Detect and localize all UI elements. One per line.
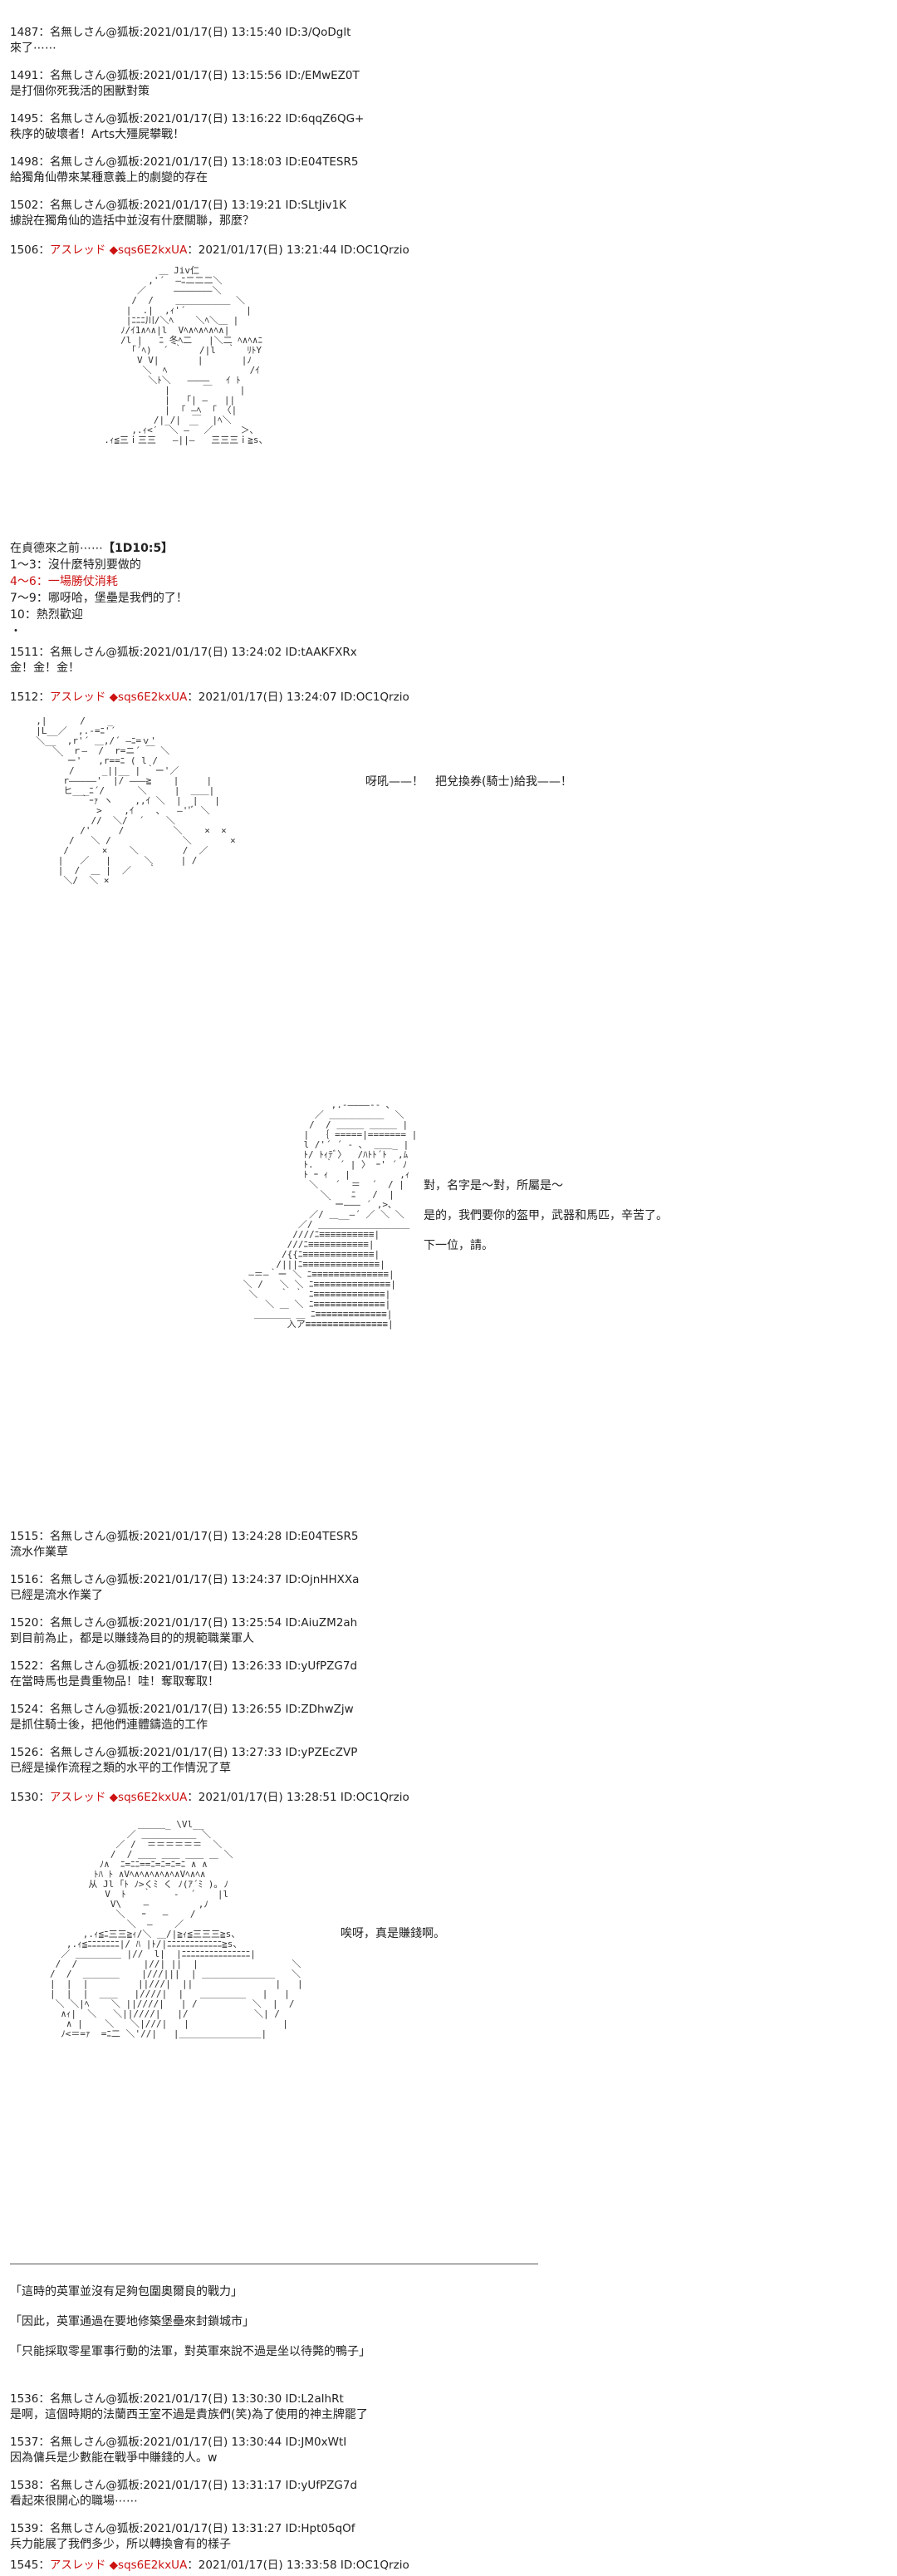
post-header: 1536：名無しさん@狐板:2021/01/17(日) 13:30:30 ID:… — [10, 2392, 344, 2406]
speech-line: 是的，我們要你的盔甲，武器和馬匹，辛苦了。 — [424, 1209, 668, 1222]
narration-line: 「這時的英軍並沒有足夠包圍奧爾良的戰力」 — [10, 2285, 243, 2298]
speech-line: 下一位，請。 — [424, 1239, 493, 1252]
post-body: 是抓住騎士後，把他們連體鑄造的工作 — [10, 1718, 208, 1732]
dice-option-4: 10：熱烈歡迎 — [10, 608, 83, 622]
ascii-art-soldier-charging: ,| / _ |L__／ ,.-=ﾆ'´ ＼__ ,r'´ ＿,/´ ―ﾆ=ｖ'… — [36, 715, 236, 886]
post-meta: ：2021/01/17(日) 13:28:51 ID:OC1Qrzio — [187, 1791, 409, 1804]
ascii-art-character: ＿ Jiv仁 ,'´ ―ﾆ二二二＼ ／ ―――――――＼ / / ＿＿＿＿＿＿ … — [104, 265, 268, 445]
post-1520: 1520：名無しさん@狐板:2021/01/17(日) 13:25:54 ID:… — [10, 1615, 357, 1647]
post-number: 1545： — [10, 2559, 50, 2572]
dice-roll-post: 在貞德來之前⋯⋯【1D10:5】 1～3：沒什麼特別要做的 4～6：一場勝仗消耗… — [10, 540, 188, 640]
post-1491: 1491：名無しさん@狐板:2021/01/17(日) 13:15:56 ID:… — [10, 68, 360, 100]
post-1530: 1530：アスレッド ◆sqs6E2kxUA：2021/01/17(日) 13:… — [10, 1790, 409, 1805]
author-name: アスレッド ◆sqs6E2kxUA — [49, 1791, 188, 1804]
post-header: 1539：名無しさん@狐板:2021/01/17(日) 13:31:27 ID:… — [10, 2522, 355, 2535]
post-1537: 1537：名無しさん@狐板:2021/01/17(日) 13:30:44 ID:… — [10, 2435, 346, 2466]
ascii-art-clerk: ,.-――――‐- ､ ／ ＿＿＿＿＿＿ ＼ / / ＿＿＿ ＿＿＿ | | ｛… — [243, 1099, 418, 1330]
author-name: アスレッド ◆sqs6E2kxUA — [49, 2559, 188, 2572]
post-header: 1487：名無しさん@狐板:2021/01/17(日) 13:15:40 ID:… — [10, 26, 351, 39]
post-number: 1512： — [10, 691, 50, 704]
post-header: 1511：名無しさん@狐板:2021/01/17(日) 13:24:02 ID:… — [10, 646, 357, 659]
author-name: アスレッド ◆sqs6E2kxUA — [49, 691, 188, 704]
post-header: 1502：名無しさん@狐板:2021/01/17(日) 13:19:21 ID:… — [10, 199, 346, 212]
post-1522: 1522：名無しさん@狐板:2021/01/17(日) 13:26:33 ID:… — [10, 1659, 357, 1690]
speech-line: 呀吼——！ 把兌換券(騎士)給我——！ — [365, 775, 572, 789]
post-header: 1522：名無しさん@狐板:2021/01/17(日) 13:26:33 ID:… — [10, 1659, 358, 1673]
post-body: 秩序的破壞者！Arts大殭屍攀戰！ — [10, 128, 185, 141]
post-header: 1515：名無しさん@狐板:2021/01/17(日) 13:24:28 ID:… — [10, 1530, 359, 1543]
post-1498: 1498：名無しさん@狐板:2021/01/17(日) 13:18:03 ID:… — [10, 155, 358, 186]
post-meta: ：2021/01/17(日) 13:33:58 ID:OC1Qrzio — [187, 2559, 409, 2572]
post-header: 1491：名無しさん@狐板:2021/01/17(日) 13:15:56 ID:… — [10, 69, 360, 82]
separator-dot: ・ — [10, 625, 22, 638]
post-1526: 1526：名無しさん@狐板:2021/01/17(日) 13:27:33 ID:… — [10, 1745, 357, 1777]
dice-intro: 在貞德來之前⋯⋯ — [10, 542, 103, 555]
post-meta: ：2021/01/17(日) 13:24:07 ID:OC1Qrzio — [187, 691, 409, 704]
post-header: 1545：アスレッド ◆sqs6E2kxUA：2021/01/17(日) 13:… — [10, 2558, 409, 2573]
post-number: 1530： — [10, 1791, 50, 1804]
post-1538: 1538：名無しさん@狐板:2021/01/17(日) 13:31:17 ID:… — [10, 2478, 357, 2510]
post-1512: 1512：アスレッド ◆sqs6E2kxUA：2021/01/17(日) 13:… — [10, 690, 409, 705]
post-body: 是打個你死我活的困獸對策 — [10, 85, 150, 98]
post-meta: ：2021/01/17(日) 13:21:44 ID:OC1Qrzio — [187, 243, 409, 257]
post-header: 1512：アスレッド ◆sqs6E2kxUA：2021/01/17(日) 13:… — [10, 690, 409, 705]
post-body: 是啊，這個時期的法蘭西王室不過是貴族們(笑)為了使用的神主牌罷了 — [10, 2408, 368, 2421]
post-1524: 1524：名無しさん@狐板:2021/01/17(日) 13:26:55 ID:… — [10, 1702, 354, 1733]
post-body: 據說在獨角仙的造括中並沒有什麼關聯，那麼？ — [10, 214, 254, 228]
author-name: アスレッド ◆sqs6E2kxUA — [49, 243, 188, 257]
post-header: 1526：名無しさん@狐板:2021/01/17(日) 13:27:33 ID:… — [10, 1746, 358, 1759]
post-body: 流水作業草 — [10, 1546, 68, 1559]
post-1506: 1506：アスレッド ◆sqs6E2kxUA：2021/01/17(日) 13:… — [10, 243, 409, 258]
speech-line: 唉呀，真是賺錢啊。 — [341, 1927, 445, 1940]
post-header: 1520：名無しさん@狐板:2021/01/17(日) 13:25:54 ID:… — [10, 1616, 358, 1630]
post-body: 給獨角仙帶來某種意義上的劇變的存在 — [10, 171, 208, 184]
post-1545: 1545：アスレッド ◆sqs6E2kxUA：2021/01/17(日) 13:… — [10, 2558, 409, 2573]
post-1536: 1536：名無しさん@狐板:2021/01/17(日) 13:30:30 ID:… — [10, 2392, 368, 2423]
post-body: 在當時馬也是貴重物品！哇！奪取奪取！ — [10, 1675, 219, 1689]
post-header: 1506：アスレッド ◆sqs6E2kxUA：2021/01/17(日) 13:… — [10, 243, 409, 258]
post-1487: 1487：名無しさん@狐板:2021/01/17(日) 13:15:40 ID:… — [10, 25, 350, 57]
post-header: 1516：名無しさん@狐板:2021/01/17(日) 13:24:37 ID:… — [10, 1573, 360, 1586]
post-header: 1495：名無しさん@狐板:2021/01/17(日) 13:16:22 ID:… — [10, 112, 365, 125]
post-header: 1530：アスレッド ◆sqs6E2kxUA：2021/01/17(日) 13:… — [10, 1790, 409, 1805]
dice-option-1: 1～3：沒什麼特別要做的 — [10, 558, 141, 572]
post-header: 1524：名無しさん@狐板:2021/01/17(日) 13:26:55 ID:… — [10, 1703, 354, 1716]
post-body: 已經是流水作業了 — [10, 1589, 103, 1602]
post-1515: 1515：名無しさん@狐板:2021/01/17(日) 13:24:28 ID:… — [10, 1529, 358, 1561]
ascii-art-officer: ＿＿＿_ \Vl__ ／ ＿＿＿＿＿＿ ＼ ／ / ＝＝＝＝＝＝ ＼ / / ＿… — [50, 1819, 303, 2039]
dice-result: 【1D10:5】 — [103, 542, 174, 555]
post-body: 到目前為止，都是以賺錢為目的的規範職業軍人 — [10, 1632, 254, 1645]
post-header: 1498：名無しさん@狐板:2021/01/17(日) 13:18:03 ID:… — [10, 155, 359, 169]
post-body: 金！金！金！ — [10, 661, 80, 675]
post-1539: 1539：名無しさん@狐板:2021/01/17(日) 13:31:27 ID:… — [10, 2521, 355, 2553]
speech-line: 對，名字是～對，所屬是～ — [424, 1179, 563, 1192]
post-number: 1506： — [10, 243, 50, 257]
narration-line: 「因此，英軍通過在要地修築堡壘來封鎖城市」 — [10, 2315, 254, 2328]
post-body: 已經是操作流程之類的水平的工作情況了草 — [10, 1762, 231, 1775]
dice-option-3: 7～9：哪呀哈，堡壘是我們的了！ — [10, 592, 188, 605]
post-1516: 1516：名無しさん@狐板:2021/01/17(日) 13:24:37 ID:… — [10, 1572, 359, 1604]
narration-line: 「只能採取零星軍事行動的法軍，對英軍來說不過是坐以待斃的鴨子」 — [10, 2345, 370, 2358]
dice-option-2: 4～6：一場勝仗消耗 — [10, 575, 118, 588]
post-header: 1538：名無しさん@狐板:2021/01/17(日) 13:31:17 ID:… — [10, 2479, 358, 2492]
post-body: 看起來很開心的職場⋯⋯ — [10, 2495, 138, 2508]
post-1511: 1511：名無しさん@狐板:2021/01/17(日) 13:24:02 ID:… — [10, 645, 357, 676]
post-body: 因為傭兵是少數能在戰爭中賺錢的人。w — [10, 2451, 218, 2465]
post-header: 1537：名無しさん@狐板:2021/01/17(日) 13:30:44 ID:… — [10, 2436, 347, 2449]
post-1495: 1495：名無しさん@狐板:2021/01/17(日) 13:16:22 ID:… — [10, 111, 364, 143]
post-body: 來了⋯⋯ — [10, 42, 56, 55]
post-body: 兵力能展了我們多少，所以轉換會有的樣子 — [10, 2538, 231, 2551]
post-1502: 1502：名無しさん@狐板:2021/01/17(日) 13:19:21 ID:… — [10, 198, 346, 229]
